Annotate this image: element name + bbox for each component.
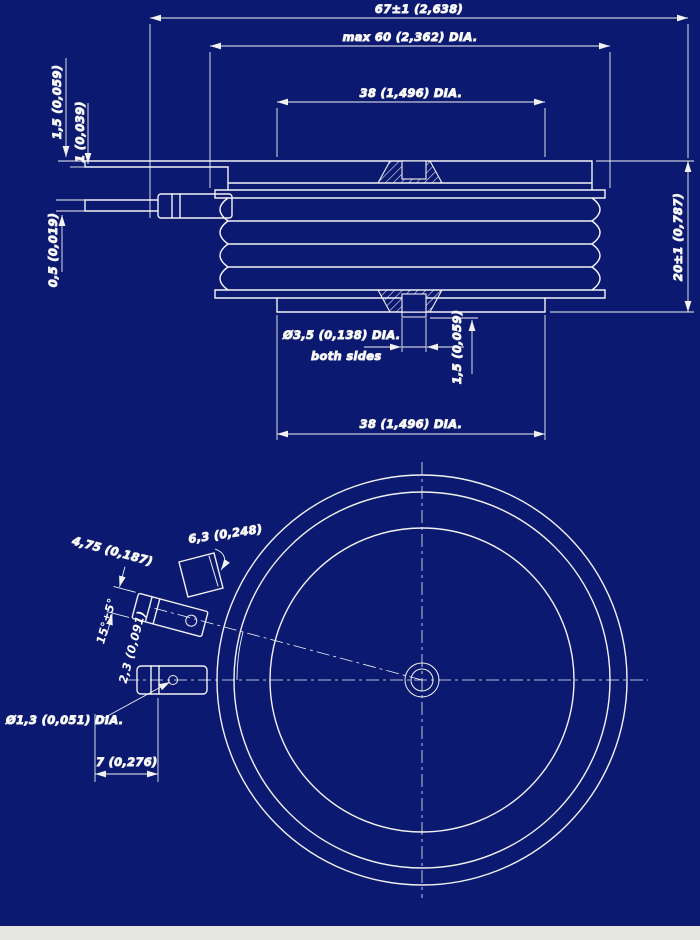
terminal-flag [178,552,224,598]
dim-lead-thickness-top-label: 1,5 (0,059) [50,65,64,140]
dim-top-contact-dia-label: 38 (1,496) DIA. [360,86,463,100]
dim-lead-thickness-bottom: 0,5 (0,019) [46,199,85,288]
top-gate-hole [401,160,427,180]
dim-bottom-contact-dia-label: 38 (1,496) DIA. [360,417,463,431]
dim-lead-thickness-mid-label: 1 (0,039) [73,101,87,163]
terminal-hole [168,675,178,685]
dim-gate-hole-note-label: both sides [311,349,381,363]
gate-lead-centerline [149,606,423,681]
dim-top-contact-dia: 38 (1,496) DIA. [276,86,546,157]
dim-gate-hole: Ø3,5 (0,138) DIA. both sides [282,318,464,363]
lead-angle-arc [236,631,244,681]
dim-bottom-contact-dia: 38 (1,496) DIA. [276,315,546,440]
dim-terminal-length-label: 7 (0,276) [96,755,158,769]
dim-gate-hole-label: Ø3,5 (0,138) DIA. [282,328,400,342]
dim-lead-thickness-mid: 1 (0,039) [70,101,92,168]
dim-hole-dia-label: Ø1,3 (0,051) DIA. [5,713,123,727]
upper-terminal [131,592,209,638]
side-view: 67±1 (2,638) max 60 (2,362) DIA. 38 (1,4… [46,2,694,440]
dim-max-dia: max 60 (2,362) DIA. [209,30,611,188]
dim-boss-height: 1,5 (0,059) [430,309,478,385]
dim-terminal-length: 7 (0,276) [94,698,159,782]
dim-max-dia-label: max 60 (2,362) DIA. [342,30,477,44]
top-boss-hatch [377,160,443,184]
scan-strip [0,926,700,940]
bottom-boss-hatch [377,289,443,318]
dim-overall-width: 67±1 (2,638) [149,2,689,218]
bottom-gate-hole [401,293,427,313]
dim-boss-height-label: 1,5 (0,059) [450,310,464,385]
dim-hole-dia: Ø1,3 (0,051) DIA. [5,681,171,727]
dim-height: 20±1 (0,787) [550,160,694,313]
gate-lead-side [84,193,233,219]
dim-lead-thickness-top: 1,5 (0,059) [50,58,85,162]
dim-height-label: 20±1 (0,787) [671,193,685,281]
terminal-rivet [185,614,198,627]
dim-lead-thickness-bottom-label: 0,5 (0,019) [46,213,60,288]
dim-overall-width-label: 67±1 (2,638) [375,2,463,16]
